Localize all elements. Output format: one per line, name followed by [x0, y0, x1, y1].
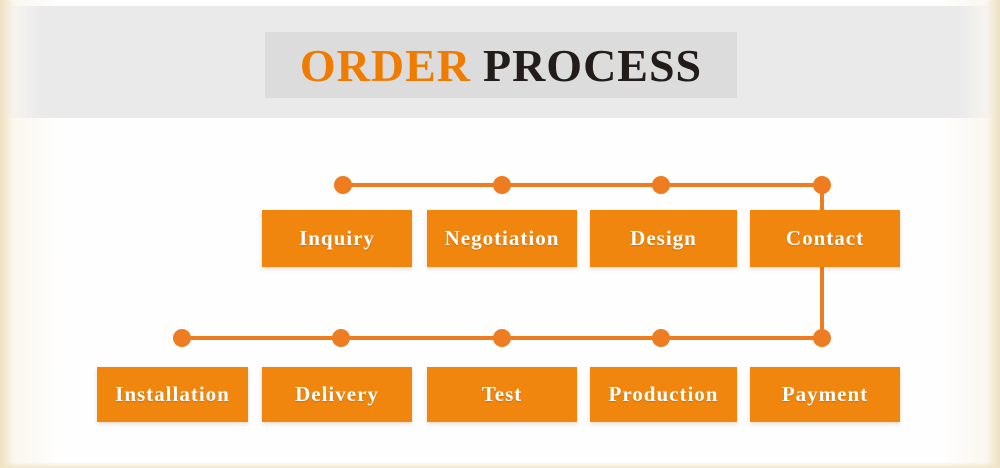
- step-label: Negotiation: [444, 226, 560, 250]
- step-label: Test: [481, 382, 523, 406]
- node-dot-design: [652, 176, 670, 194]
- step-inquiry: Inquiry: [262, 210, 412, 267]
- step-label: Production: [608, 382, 719, 406]
- step-payment: Payment: [750, 367, 900, 422]
- step-label: Inquiry: [299, 226, 375, 250]
- step-contact: Contact: [750, 210, 900, 267]
- step-label: Contact: [785, 226, 865, 250]
- node-dot-contact: [813, 176, 831, 194]
- step-label: Installation: [115, 382, 230, 406]
- step-test: Test: [427, 367, 577, 422]
- row1-connector-line: [343, 183, 822, 187]
- node-dot-payment: [813, 329, 831, 347]
- step-label: Payment: [781, 382, 869, 406]
- title-word-order: ORDER: [299, 39, 471, 91]
- node-dot-production: [652, 329, 670, 347]
- node-dot-installation: [173, 329, 191, 347]
- node-dot-negotiation: [493, 176, 511, 194]
- step-label: Design: [630, 226, 697, 250]
- node-dot-inquiry: [334, 176, 352, 194]
- step-installation: Installation: [97, 367, 248, 422]
- node-dot-test: [493, 329, 511, 347]
- step-label: Delivery: [295, 382, 379, 406]
- title-word-process: PROCESS: [482, 39, 703, 91]
- step-negotiation: Negotiation: [427, 210, 577, 267]
- step-production: Production: [590, 367, 737, 422]
- step-delivery: Delivery: [262, 367, 412, 422]
- step-design: Design: [590, 210, 737, 267]
- node-dot-delivery: [332, 329, 350, 347]
